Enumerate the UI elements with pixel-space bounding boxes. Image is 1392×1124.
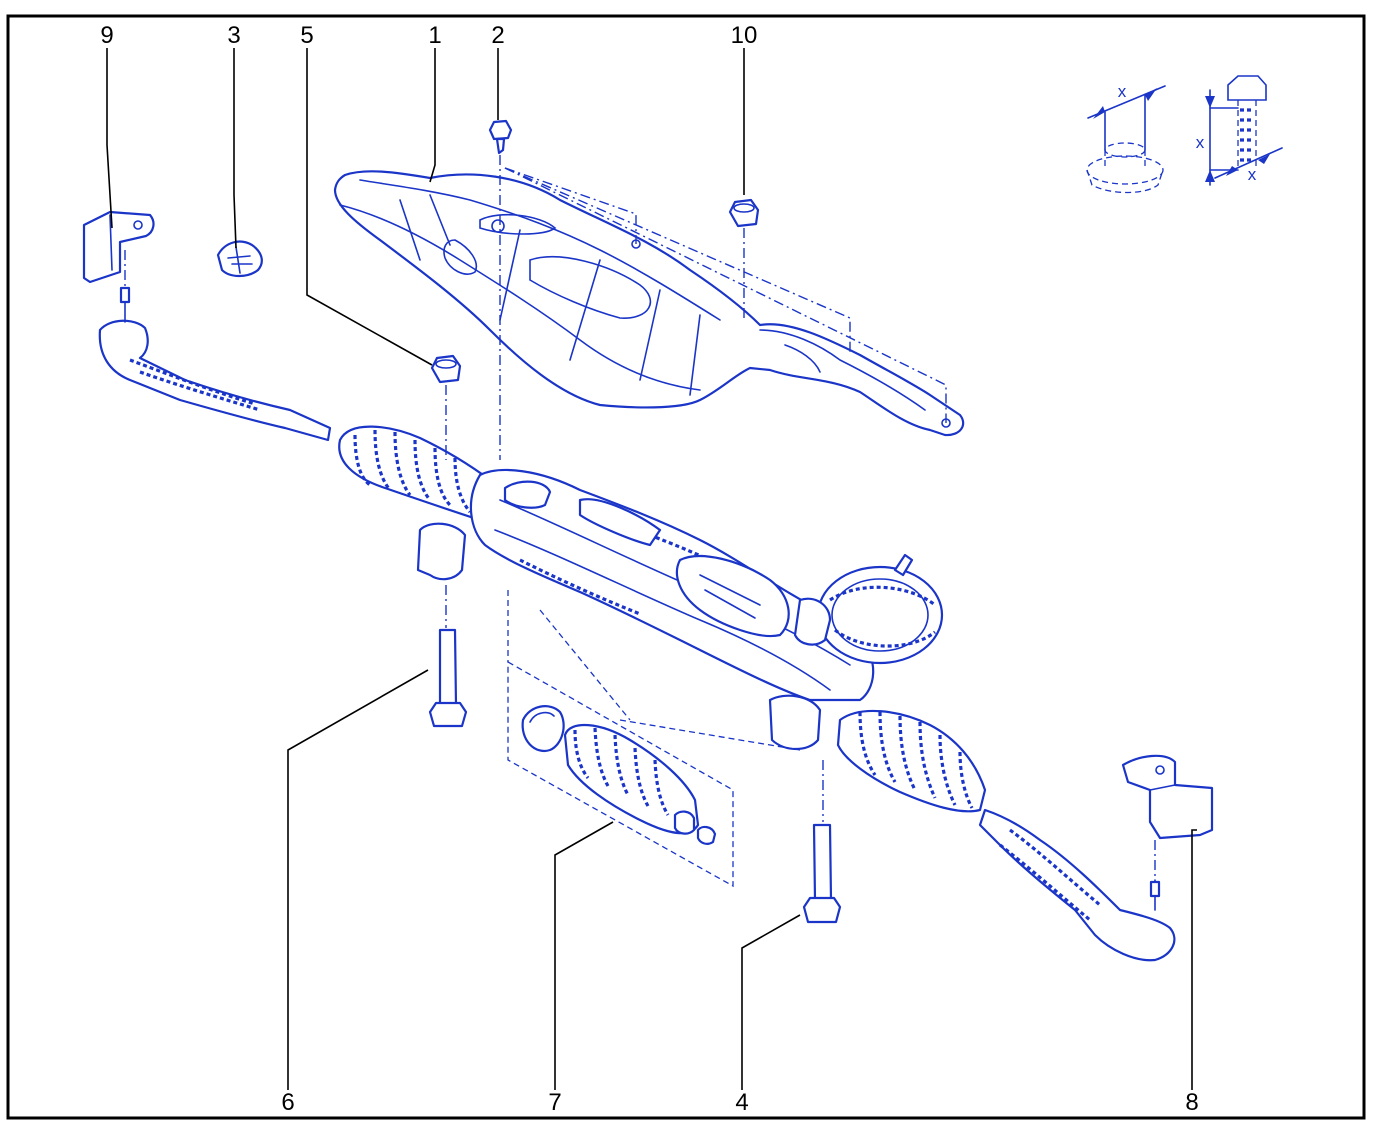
boot-kit bbox=[507, 660, 734, 888]
bolt-6 bbox=[428, 628, 468, 728]
callout-1: 1 bbox=[428, 22, 441, 49]
clip-nut bbox=[216, 240, 263, 278]
steering-rack bbox=[98, 286, 1176, 962]
bolt-dimension-icon: x x bbox=[1196, 75, 1283, 186]
nut-dimension-label: x bbox=[1118, 82, 1127, 101]
nut-5 bbox=[430, 354, 462, 384]
bolt-dimension-label-b: x bbox=[1248, 165, 1257, 184]
callout-6: 6 bbox=[281, 1089, 294, 1116]
callout-4: 4 bbox=[735, 1089, 748, 1116]
leader-lines bbox=[106, 48, 1197, 1090]
screw-2 bbox=[488, 119, 513, 155]
bracket-left bbox=[82, 210, 155, 284]
bolt-4 bbox=[802, 823, 842, 924]
bracket-right bbox=[1121, 754, 1214, 840]
nut-dimension-icon: x bbox=[1086, 82, 1166, 194]
callout-7: 7 bbox=[548, 1089, 561, 1116]
callout-8: 8 bbox=[1185, 1089, 1198, 1116]
callout-numbers: 9 3 5 1 2 10 6 7 4 8 bbox=[100, 22, 1198, 1116]
diagram-frame bbox=[6, 14, 1366, 1120]
callout-3: 3 bbox=[227, 22, 240, 49]
nut-10 bbox=[728, 198, 760, 228]
heat-shield bbox=[333, 170, 965, 437]
alignment-lines bbox=[124, 155, 1156, 880]
callout-10: 10 bbox=[731, 22, 758, 49]
callout-9: 9 bbox=[100, 22, 113, 49]
bolt-dimension-label-a: x bbox=[1196, 133, 1205, 152]
callout-5: 5 bbox=[300, 22, 313, 49]
callout-2: 2 bbox=[491, 22, 504, 49]
